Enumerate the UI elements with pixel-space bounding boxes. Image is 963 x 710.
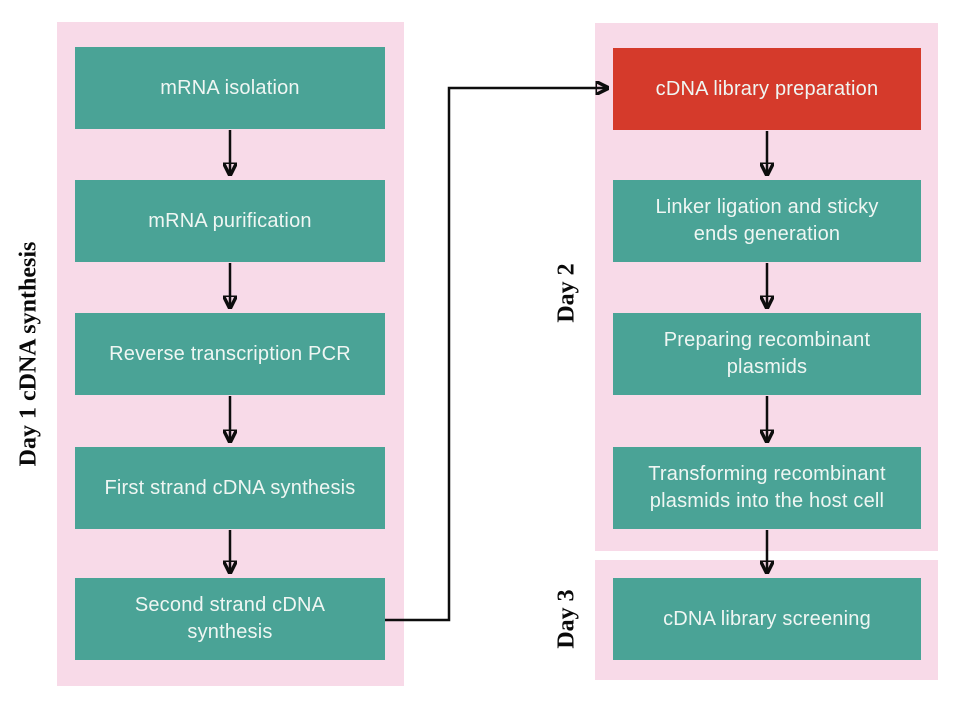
node-label: Second strand cDNA synthesis [134,594,326,643]
node-preparing-recombinant-plasmids: Preparing recombinant plasmids [613,313,921,395]
day1-label: Day 1 cDNA synthesis [15,241,42,467]
node-label: cDNA library preparation [655,77,879,100]
node-mrna-isolation: mRNA isolation [75,47,385,129]
node-mrna-purification: mRNA purification [75,180,385,262]
node-label: mRNA isolation [160,76,300,99]
node-cdna-library-preparation: cDNA library preparation [613,48,921,130]
node-reverse-transcription-pcr: Reverse transcription PCR [75,313,385,395]
node-second-strand-cdna-synthesis: Second strand cDNA synthesis [75,578,385,660]
node-first-strand-cdna-synthesis: First strand cDNA synthesis [75,447,385,529]
node-label: Preparing recombinant plasmids [663,329,871,378]
node-linker-ligation: Linker ligation and sticky ends generati… [613,180,921,262]
node-cdna-library-screening: cDNA library screening [613,578,921,660]
node-transforming-plasmids: Transforming recombinant plasmids into t… [613,447,921,529]
day2-label: Day 2 [553,263,580,323]
node-label: First strand cDNA synthesis [104,476,356,499]
day3-label: Day 3 [553,589,580,649]
arrow-second-strand-to-library-prep [385,88,607,622]
node-label: Linker ligation and sticky ends generati… [655,196,879,245]
node-label: mRNA purification [148,209,312,232]
node-label: cDNA library screening [663,607,871,630]
node-label: Reverse transcription PCR [109,342,351,365]
node-label: Transforming recombinant plasmids into t… [648,463,886,512]
